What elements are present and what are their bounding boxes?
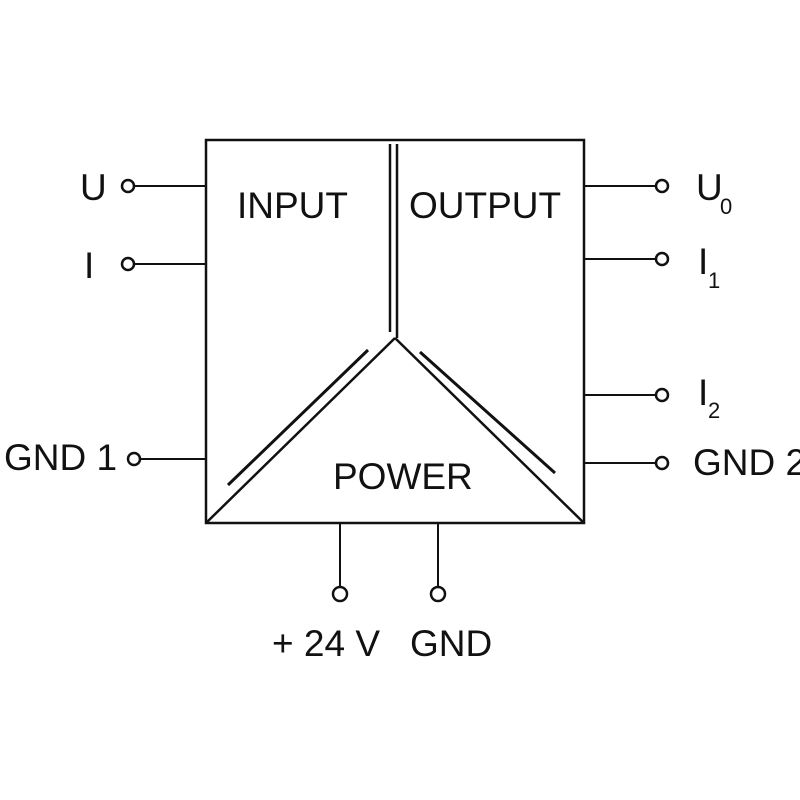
- power-section-left-edge: [205, 337, 396, 524]
- input-block-label: INPUT: [237, 185, 348, 226]
- barrier-diagonal-right: [418, 350, 557, 475]
- power-section-right-edge: [394, 337, 585, 524]
- gnd1-label: GND 1: [4, 437, 117, 478]
- power-block-label: POWER: [333, 456, 473, 497]
- barrier-diagonal-left: [226, 348, 370, 487]
- i1-output-subscript: 1: [708, 268, 720, 293]
- i-input-label: I: [84, 245, 94, 286]
- i-input-terminal: [120, 256, 136, 272]
- module-box: [204, 138, 586, 525]
- gnd2-label: GND 2: [693, 442, 800, 483]
- gnd1-terminal: [126, 451, 142, 467]
- u0-output-label: U: [696, 167, 723, 208]
- u0-output-subscript: 0: [720, 194, 732, 219]
- gnd2-terminal: [654, 455, 670, 471]
- i2-output-subscript: 2: [708, 398, 720, 423]
- output-block-label: OUTPUT: [409, 185, 561, 226]
- supply-plus-label: + 24 V: [272, 623, 380, 664]
- i2-output-label: I: [698, 372, 708, 413]
- supply-plus-terminal: [331, 585, 349, 603]
- u-input-label: U: [80, 167, 107, 208]
- u0-output-terminal: [654, 178, 670, 194]
- supply-gnd-label: GND: [410, 623, 492, 664]
- u-input-terminal: [120, 178, 136, 194]
- supply-gnd-terminal: [429, 585, 447, 603]
- i1-output-terminal: [654, 251, 670, 267]
- i2-output-terminal: [654, 387, 670, 403]
- i1-output-label: I: [698, 241, 708, 282]
